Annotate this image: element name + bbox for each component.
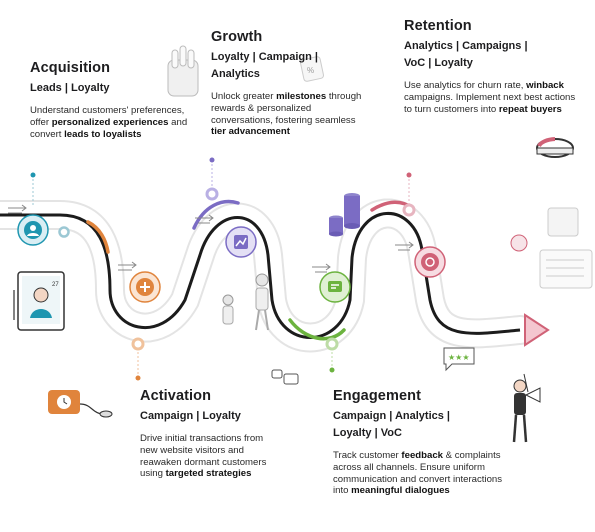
screen-number: 27 xyxy=(52,282,59,288)
description-text: and convert xyxy=(30,116,188,140)
acquisition-icon xyxy=(17,214,49,246)
coin-stacks-illustration xyxy=(329,193,360,237)
description-text: & complaints across all channels. Ensure… xyxy=(333,450,503,497)
growth-icon xyxy=(225,226,257,258)
highlight-text: leads to loyalists xyxy=(64,128,142,140)
tag-line: Loyalty | Campaign | xyxy=(211,51,319,63)
acquisition-description: Understand customers' preferences, offer… xyxy=(30,105,200,140)
description-text: campaigns. Implement next best actions t… xyxy=(404,91,576,115)
engagement-accent xyxy=(288,318,346,341)
description-text: Track customer xyxy=(333,450,402,461)
retention-block: Retention Analytics | Campaigns | VoC | L… xyxy=(404,18,584,115)
engagement-icon xyxy=(319,271,351,303)
growth-block: Growth Loyalty | Campaign | Analytics Unl… xyxy=(211,29,371,138)
engagement-leader-dot xyxy=(329,367,335,373)
activation-block: Activation Campaign | Loyalty Drive init… xyxy=(140,388,280,480)
acquisition-tags: Leads | Loyalty xyxy=(30,80,200,97)
laptop-user-illustration xyxy=(13,271,65,331)
highlight-text: tier advancement xyxy=(211,126,290,138)
acquisition-block: Acquisition Leads | Loyalty Understand c… xyxy=(30,60,200,140)
activation-leader-dot xyxy=(135,375,141,381)
acquisition-ring xyxy=(58,226,70,238)
tag-line: Campaign | Loyalty xyxy=(140,410,241,422)
ring-chart-illustration xyxy=(536,137,574,158)
star-rating-bubble: ★★★ xyxy=(443,347,475,372)
retention-leader-dot xyxy=(406,172,412,178)
activation-tags: Campaign | Loyalty xyxy=(140,408,280,425)
retention-icon xyxy=(414,246,446,278)
highlight-text: feedback xyxy=(401,450,444,461)
growth-accent xyxy=(192,199,240,230)
activation-ring xyxy=(131,337,145,351)
description-text: Drive initial transactions from new webs… xyxy=(140,433,267,480)
highlight-text: personalized experiences xyxy=(51,116,169,128)
growth-title: Growth xyxy=(211,29,263,45)
engagement-ring xyxy=(325,337,339,351)
highlight-text: milestones xyxy=(276,91,327,102)
engagement-title: Engagement xyxy=(333,388,422,404)
acquisition-accent xyxy=(86,220,110,254)
tag-line: Loyalty | VoC xyxy=(333,427,402,439)
activation-description: Drive initial transactions from new webs… xyxy=(140,433,280,480)
acquisition-leader-dot xyxy=(30,172,36,178)
percent-sign: % xyxy=(307,66,314,75)
acquisition-title: Acquisition xyxy=(30,60,111,76)
description-text: Unlock greater xyxy=(211,91,277,102)
megaphone-person-illustration xyxy=(512,373,541,443)
walking-person-illustration xyxy=(222,273,269,331)
engagement-tags: Campaign | Analytics | Loyalty | VoC xyxy=(333,408,503,442)
dashboard-illustration xyxy=(510,207,593,289)
hand-illustration xyxy=(167,45,199,97)
retention-ring xyxy=(402,203,416,217)
tag-line: Campaign | Analytics | xyxy=(333,410,450,422)
description-text: through rewards & personalized conversat… xyxy=(211,91,362,126)
chat-bubbles-icon xyxy=(271,369,299,385)
growth-tags: Loyalty | Campaign | Analytics xyxy=(211,49,371,83)
motion-arrows xyxy=(8,204,414,273)
tag-line: Analytics | Campaigns | xyxy=(404,40,528,52)
road-arrow-head xyxy=(524,313,550,347)
description-text: Use analytics for churn rate, xyxy=(404,80,527,91)
tag-line: VoC | Loyalty xyxy=(404,57,473,69)
highlight-text: meaningful dialogues xyxy=(351,485,450,497)
percent-tag-icon xyxy=(299,56,325,82)
retention-title: Retention xyxy=(404,18,472,34)
highlight-text: winback xyxy=(526,80,564,91)
growth-description: Unlock greater milestones through reward… xyxy=(211,91,371,138)
tag-line: Leads | Loyalty xyxy=(30,82,110,94)
description-text: Understand customers' preferences, offer xyxy=(30,105,185,128)
retention-description: Use analytics for churn rate, winback ca… xyxy=(404,80,584,115)
activation-title: Activation xyxy=(140,388,212,404)
alarm-clock-illustration xyxy=(48,390,113,418)
tag-line: Analytics xyxy=(211,68,260,80)
activation-icon xyxy=(129,271,161,303)
engagement-description: Track customer feedback & complaints acr… xyxy=(333,450,503,497)
highlight-text: targeted strategies xyxy=(165,468,252,480)
growth-leader-dot xyxy=(209,157,215,163)
growth-ring xyxy=(205,187,219,201)
highlight-text: repeat buyers xyxy=(498,103,562,115)
engagement-block: Engagement Campaign | Analytics | Loyalty… xyxy=(333,388,503,497)
retention-tags: Analytics | Campaigns | VoC | Loyalty xyxy=(404,38,584,72)
svg-text:★★★: ★★★ xyxy=(448,353,470,362)
